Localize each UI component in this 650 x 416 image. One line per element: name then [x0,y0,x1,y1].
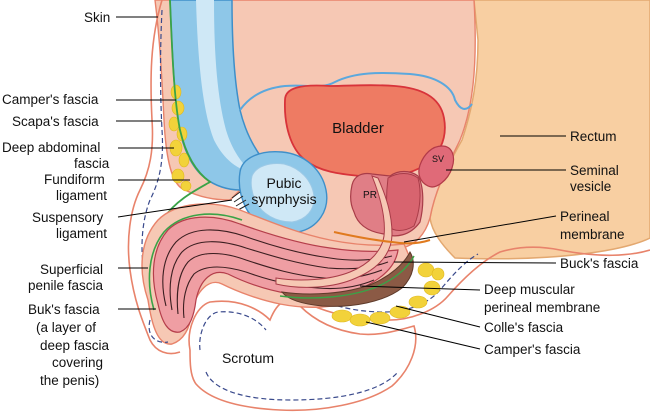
scarpas-fascia-line [141,9,164,331]
label-buks-fascia-4: covering [52,355,103,370]
label-campers-fascia-lower: Camper's fascia [484,342,581,357]
pubic-symphysis-inner [250,163,315,223]
label-seminal-vesicle-2: vesicle [570,179,611,194]
label-rectum: Rectum [570,129,617,144]
label-deep-muscular-perineal-membrane-2: perineal membrane [484,300,600,315]
label-deep-abdominal-fascia-2: fascia [74,156,110,171]
perineum-dashed-fascia [307,253,479,313]
leader-colles-fascia [395,305,481,328]
label-seminal-vesicle-1: Seminal [570,163,619,178]
label-skin: Skin [84,10,110,25]
leader-deep-muscular-perineal-membrane [359,285,481,291]
label-colles-fascia: Colle's fascia [484,320,564,335]
label-buks-fascia-5: the penis) [40,373,99,388]
urethra [275,175,393,288]
campers-fat-upper [168,84,192,192]
label-suspensory-ligament-1: Suspensory [32,210,104,225]
label-buks-fascia-2: (a layer of [36,320,96,335]
label-pubic-symphysis-1: Pubic [266,175,301,191]
label-buks-fascia-3: deep fascia [40,338,110,353]
suspensory-ligament-fibers [231,191,250,211]
label-pubic-symphysis-2: symphysis [251,191,316,207]
bucks-fascia-line [148,213,243,311]
deep-muscular-perineal-membrane [280,250,414,307]
rectum-shape [429,0,650,260]
label-prostate: PR [363,190,377,201]
label-seminal-vesicle-abbr: SV [432,154,444,164]
seminal-vesicle [418,145,455,188]
label-fundiform-ligament-2: ligament [56,188,107,203]
label-perineal-membrane-1: Perineal [560,209,610,224]
label-buks-fascia-1: Buk's fascia [28,302,100,317]
penile-dashed-fascia [148,319,169,343]
label-deep-muscular-perineal-membrane-1: Deep muscular [484,282,575,297]
label-perineal-membrane-2: membrane [560,227,625,242]
label-deep-abdominal-fascia-1: Deep abdominal [2,140,100,155]
label-superficial-penile-fascia-1: Superficial [40,262,103,277]
leader-campers-fascia-lower [365,321,481,350]
scrotum [188,299,417,412]
label-bladder: Bladder [332,120,384,137]
abdominal-skin-edge [127,0,181,355]
label-superficial-penile-fascia-2: penile fascia [28,278,104,293]
label-campers-fascia: Camper's fascia [2,92,99,107]
label-suspensory-ligament-2: ligament [56,226,107,241]
leader-bucks-fascia [393,261,557,264]
perineal-membrane [333,231,431,245]
peritoneum-line [239,71,473,111]
abdominal-wall-highlight [196,0,252,172]
leader-perineal-membrane [403,215,557,243]
label-bucks-fascia: Buck's fascia [560,256,639,271]
penis-body [152,216,399,333]
label-fundiform-ligament-1: Fundiform [44,172,105,187]
label-scrotum: Scrotum [222,350,274,366]
bucks-fascia-lower [279,255,415,299]
leader-suspensory-ligament [117,199,233,218]
campers-fat-lower [331,262,445,327]
scrotum-dartos-line-lower [205,371,399,401]
label-scapas-fascia: Scapa's fascia [12,114,99,129]
